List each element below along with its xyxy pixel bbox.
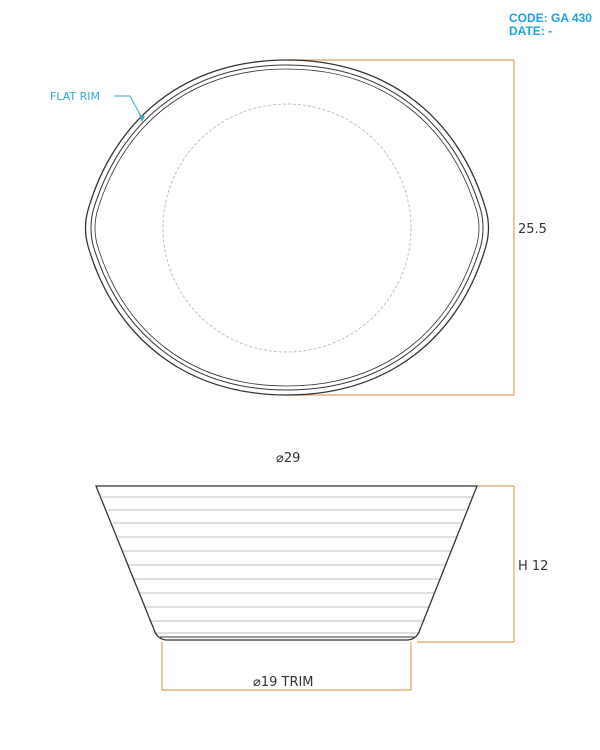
- height-label: H 12: [518, 559, 548, 574]
- top-view: 25.5 FLAT RIM: [50, 59, 547, 396]
- side-view: H 12 ⌀19 TRIM: [95, 485, 548, 691]
- outer-rim-outline: [84, 59, 490, 396]
- flat-rim-label: FLAT RIM: [50, 90, 100, 103]
- inner-well-hidden-line: [162, 103, 412, 353]
- rim-edge-outline: [94, 68, 480, 387]
- body-ridges: [102, 496, 472, 634]
- base-label: ⌀19 TRIM: [253, 675, 314, 690]
- bowl-side-outline: [95, 485, 478, 641]
- height-dimension: [417, 485, 515, 643]
- base-dimension: [161, 642, 412, 691]
- depth-dimension: [287, 59, 515, 396]
- product-code: CODE: GA 430: [509, 11, 592, 25]
- depth-label: 25.5: [518, 222, 547, 237]
- drawing-date: DATE: -: [509, 24, 553, 38]
- inner-rim-outline: [90, 64, 484, 391]
- callout-arrow-icon: [139, 115, 145, 122]
- title-block: CODE: GA 430 DATE: -: [509, 12, 592, 38]
- diameter-label: ⌀29: [276, 451, 300, 466]
- flat-rim-callout: FLAT RIM: [50, 90, 145, 122]
- callout-leader: [114, 95, 143, 119]
